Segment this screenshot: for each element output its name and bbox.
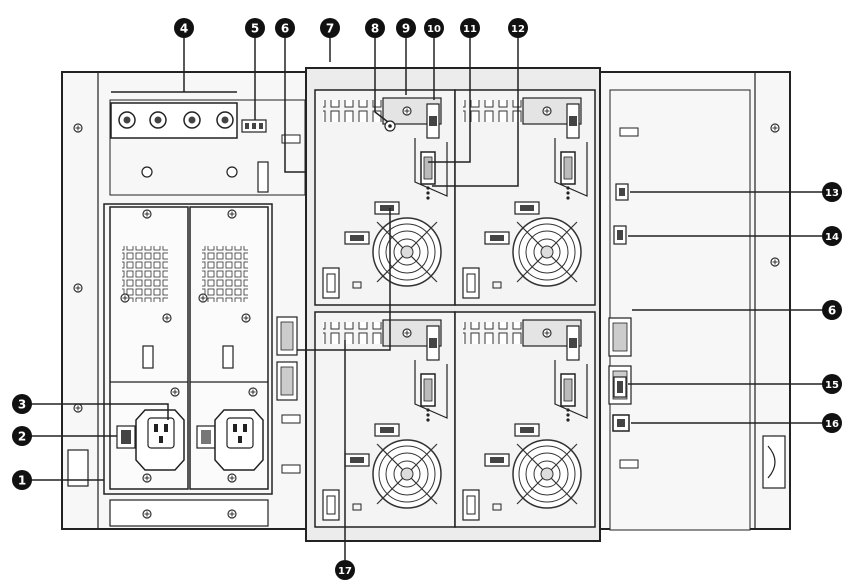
callout-12-label: 12 [511, 24, 525, 35]
callout-4: 4 [174, 18, 194, 38]
callout-13-label: 13 [825, 188, 839, 199]
callout-6-right-label: 6 [828, 304, 836, 318]
power-supply-units [103, 203, 273, 527]
callout-8-label: 8 [371, 22, 379, 36]
callout-13: 13 [822, 182, 842, 202]
callout-16-label: 16 [825, 419, 839, 430]
bnc-connectors [118, 111, 234, 129]
callout-5: 5 [245, 18, 265, 38]
callout-17-label: 17 [338, 566, 352, 577]
module-bay [305, 67, 601, 542]
callout-17: 17 [335, 560, 355, 580]
callout-6-top-label: 6 [281, 22, 289, 36]
callout-9: 9 [396, 18, 416, 38]
callout-8: 8 [365, 18, 385, 38]
callout-2-label: 2 [18, 430, 26, 444]
callout-1: 1 [12, 470, 32, 490]
callout-11-label: 11 [463, 24, 477, 35]
callout-14: 14 [822, 226, 842, 246]
callout-4-label: 4 [180, 22, 188, 36]
callout-6-top: 6 [275, 18, 295, 38]
callout-12: 12 [508, 18, 528, 38]
power-switch [116, 425, 216, 449]
callout-3-label: 3 [18, 398, 26, 412]
callout-10: 10 [424, 18, 444, 38]
callouts: 1 2 3 4 5 6 6 7 8 9 10 11 12 13 14 15 16… [12, 18, 842, 580]
callout-3: 3 [12, 394, 32, 414]
callout-2: 2 [12, 426, 32, 446]
callout-7-label: 7 [326, 22, 334, 36]
link-connectors-left [276, 316, 298, 401]
dip-switch [241, 119, 267, 133]
callout-6-right: 6 [822, 300, 842, 320]
callout-11: 11 [460, 18, 480, 38]
ac-inlet [135, 409, 264, 471]
callout-14-label: 14 [825, 232, 839, 243]
callout-9-label: 9 [402, 22, 410, 36]
callout-1-label: 1 [18, 474, 26, 488]
callout-15: 15 [822, 374, 842, 394]
callout-16: 16 [822, 413, 842, 433]
callout-10-label: 10 [427, 24, 441, 35]
callout-15-label: 15 [825, 380, 839, 391]
left-top-panel [109, 99, 306, 474]
callout-5-label: 5 [251, 22, 259, 36]
callout-7: 7 [320, 18, 340, 38]
leader-lines [22, 38, 822, 560]
